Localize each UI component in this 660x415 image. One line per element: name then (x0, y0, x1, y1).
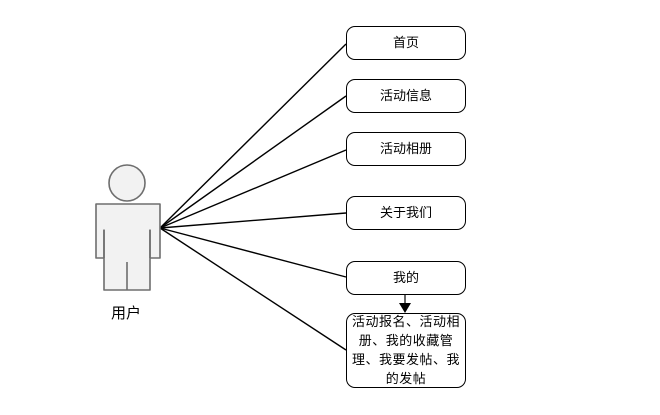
association-line-activity-album (159, 149, 347, 229)
use-case-activity-album-label: 活动相册 (379, 141, 432, 157)
association-line-home (159, 43, 347, 229)
use-case-home: 首页 (346, 26, 466, 60)
use-case-activity-info-label: 活动信息 (379, 88, 432, 104)
use-case-home-label: 首页 (392, 35, 419, 51)
association-line-mine (159, 227, 347, 278)
actor-figure-icon (95, 164, 161, 291)
use-case-mine-detail-label: 活动报名、活动相册、我的收藏管理、我要发帖、我的发帖 (351, 314, 460, 387)
use-case-about-us-label: 关于我们 (379, 205, 432, 221)
use-case-mine: 我的 (346, 261, 466, 295)
use-case-mine-label: 我的 (392, 270, 419, 286)
use-case-about-us: 关于我们 (346, 196, 466, 230)
association-line-activity-info (159, 95, 347, 229)
use-case-activity-album: 活动相册 (346, 132, 466, 166)
association-line-about-us (159, 212, 347, 229)
use-case-activity-info: 活动信息 (346, 79, 466, 113)
use-case-mine-detail: 活动报名、活动相册、我的收藏管理、我要发帖、我的发帖 (346, 313, 466, 388)
actor-head (108, 164, 146, 202)
actor-body (95, 203, 161, 291)
association-line-mine-detail (159, 227, 347, 351)
include-arrow-head (399, 303, 411, 313)
actor-label: 用户 (110, 304, 141, 322)
